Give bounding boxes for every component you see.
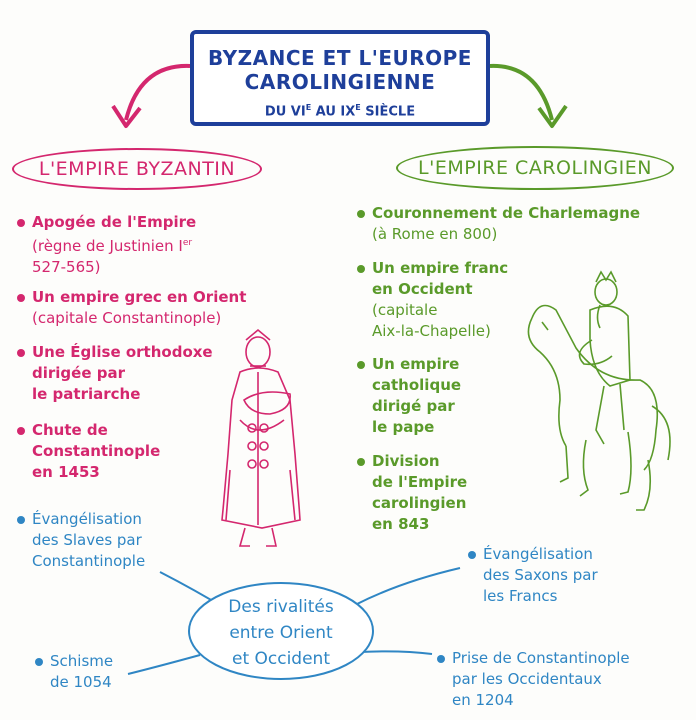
spoke-saxons bbox=[354, 567, 461, 606]
center-rivalries-text: Des rivalités entre Orient et Occident bbox=[228, 597, 334, 669]
heading-carolingian-empire: L'EMPIRE CAROLINGIEN bbox=[396, 146, 674, 190]
carolingian-item-catholic-empire: Un empire catholique dirigé par le pape bbox=[357, 354, 461, 438]
relation-prise-1204: Prise de Constantinople par les Occident… bbox=[437, 648, 630, 711]
bullet-dot bbox=[35, 658, 43, 666]
bullet-dot bbox=[17, 427, 25, 435]
title-line-2: CAROLINGIENNE bbox=[244, 70, 436, 94]
bullet-dot bbox=[17, 349, 25, 357]
relation-evangelisation-saxons: Évangélisation des Saxons par les Francs bbox=[468, 544, 598, 607]
spoke-schisme bbox=[127, 654, 201, 675]
bullet-dot bbox=[17, 516, 25, 524]
bullet-dot bbox=[357, 458, 365, 466]
heading-byzantine-empire: L'EMPIRE BYZANTIN bbox=[12, 148, 262, 190]
bullet-dot bbox=[437, 655, 445, 663]
bullet-dot bbox=[357, 210, 365, 218]
arrowhead-carolingian bbox=[537, 104, 568, 128]
arrowhead-byzantine bbox=[111, 104, 142, 128]
bullet-dot bbox=[17, 219, 25, 227]
byzantine-item-fall-1453: Chute de Constantinople en 1453 bbox=[17, 420, 160, 483]
spoke-1204 bbox=[359, 650, 433, 655]
byzantine-item-greek-empire: Un empire grec en Orient (capitale Const… bbox=[17, 287, 246, 329]
arrow-to-byzantine bbox=[124, 63, 191, 121]
bullet-dot bbox=[468, 551, 476, 559]
relation-schisme-1054: Schisme de 1054 bbox=[35, 651, 113, 693]
justinian-figure bbox=[221, 328, 301, 547]
charlemagne-horseman bbox=[527, 270, 671, 511]
carolingian-item-division-843: Division de l'Empire carolingien en 843 bbox=[357, 451, 467, 535]
bullet-dot bbox=[357, 361, 365, 369]
byzantine-item-orthodox-church: Une Église orthodoxe dirigée par le patr… bbox=[17, 342, 213, 405]
arrow-to-carolingian bbox=[489, 63, 554, 121]
bullet-dot bbox=[17, 294, 25, 302]
title-subtitle: DU VIE AU IXE SIÈCLE bbox=[264, 103, 416, 120]
carolingian-item-coronation: Couronnement de Charlemagne (à Rome en 8… bbox=[357, 203, 640, 245]
relation-evangelisation-slaves: Évangélisation des Slaves par Constantin… bbox=[17, 509, 145, 572]
carolingian-item-frankish-empire: Un empire franc en Occident (capitale Ai… bbox=[357, 258, 508, 342]
bullet-dot bbox=[357, 265, 365, 273]
title-box: BYZANCE ET L'EUROPE CAROLINGIENNE DU VIE… bbox=[190, 30, 490, 126]
center-ellipse bbox=[188, 582, 374, 680]
title-line-1: BYZANCE ET L'EUROPE bbox=[208, 46, 472, 70]
byzantine-item-apogee: Apogée de l'Empire (règne de Justinien I… bbox=[17, 212, 196, 278]
